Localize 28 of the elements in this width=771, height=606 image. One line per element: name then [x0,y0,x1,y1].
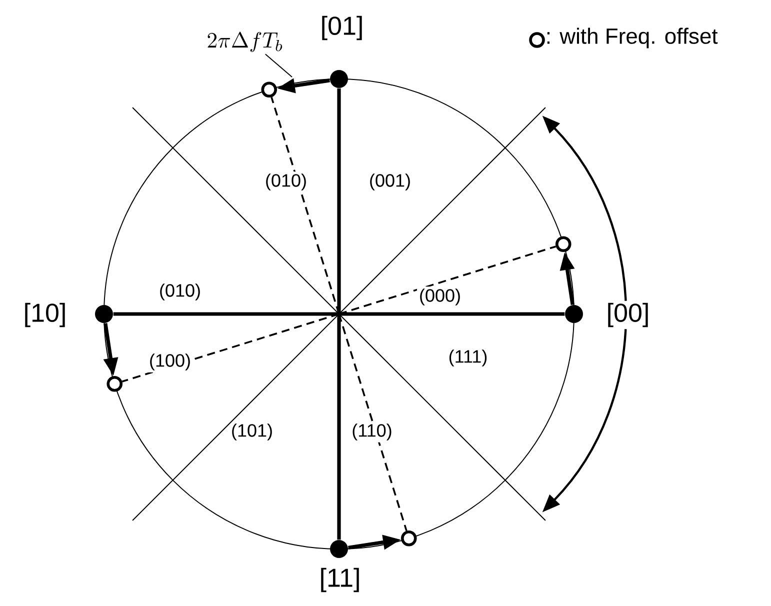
constellation-point [95,305,113,323]
legend-text: : with Freq. offset [547,28,718,48]
line [337,88,341,540]
region-label: (101) [232,424,272,440]
region-label: (010) [160,284,200,300]
offset-point [555,236,572,252]
leader-line [264,54,292,78]
constellation-point [565,305,583,323]
offset-point [106,376,123,392]
line [113,312,565,316]
offset-point [261,82,278,98]
dashed-line [338,314,408,532]
region-label: (001) [370,174,410,190]
edge-label: (100) [147,352,193,372]
point-label: [10] [21,300,69,330]
edge-label: (000) [417,286,464,308]
edge-label: (010) [263,172,310,192]
dashed-line [270,96,340,314]
point-label: [00] [604,300,652,330]
edge-label: (110) [350,422,394,442]
point-label: [01] [318,14,366,42]
offset-point [400,530,417,546]
constellation-point [330,540,348,558]
formula-label: $2\pi\Delta fT_b$ [208,32,282,52]
point-label: [11] [317,566,363,594]
constellation-point [330,70,348,88]
region-label: (111) [449,350,487,366]
dashed-line [338,246,556,315]
